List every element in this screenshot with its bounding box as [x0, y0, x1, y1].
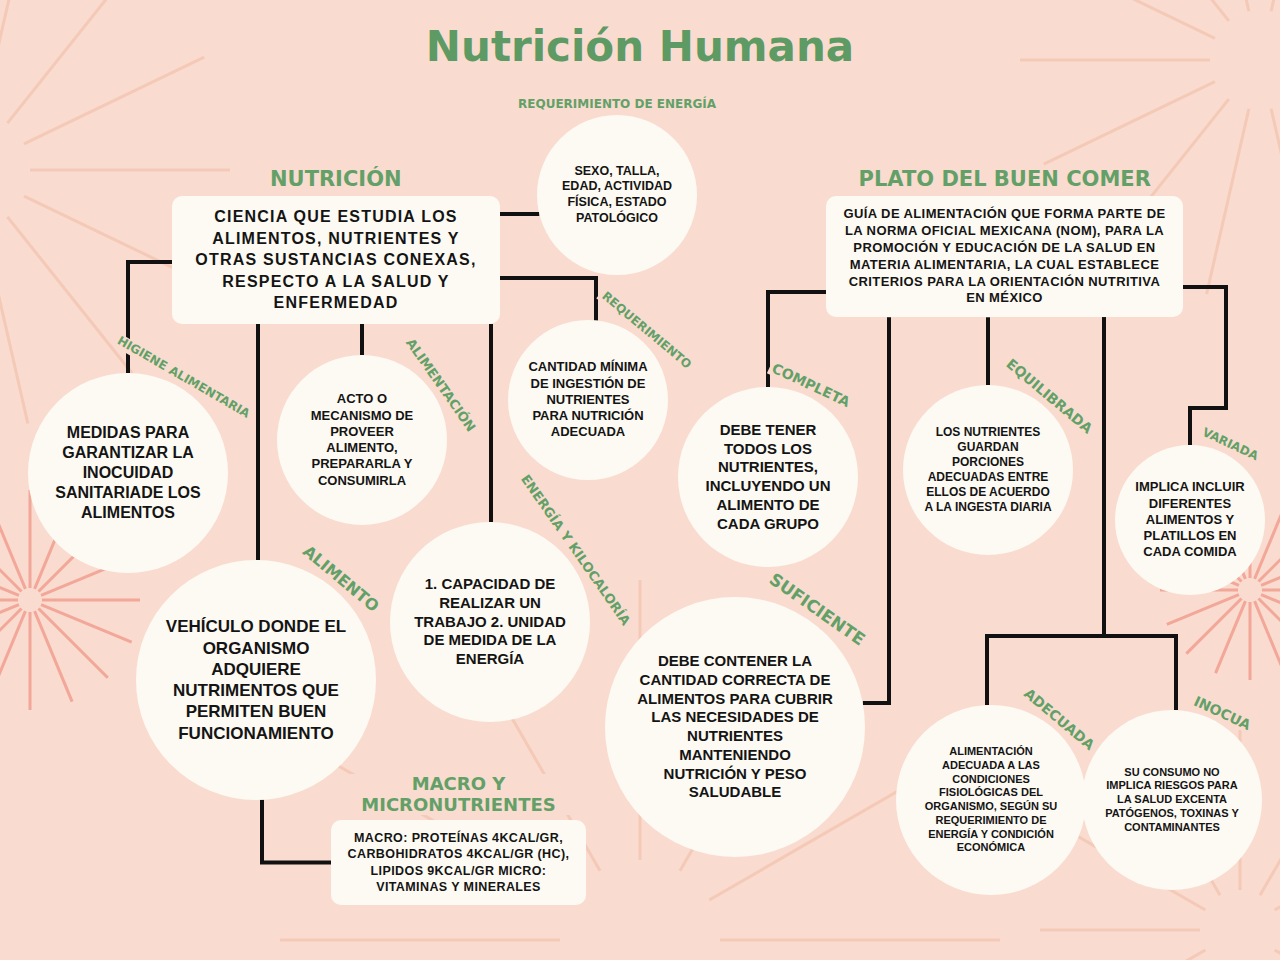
background-ray — [1186, 598, 1241, 653]
node-heading: INOCUA — [1189, 691, 1256, 734]
concept-circle: SUFICIENTEDEBE CONTENER LA CANTIDAD CORR… — [605, 597, 865, 857]
concept-circle: INOCUASU CONSUMO NO IMPLICA RIESGOS PARA… — [1082, 710, 1262, 890]
background-ray — [1167, 595, 1239, 625]
diagram-title: Nutrición Humana — [0, 22, 1280, 71]
background-ray — [1260, 757, 1280, 896]
background-ray — [720, 939, 1000, 942]
background-ray — [42, 599, 140, 602]
connector-line — [500, 212, 539, 216]
node-text: MEDIDAS PARA GARANTIZAR LA INOCUIDAD SAN… — [52, 423, 204, 523]
background-ray — [280, 939, 560, 942]
node-text: ALIMENTACIÓN ADECUADA A LAS CONDICIONES … — [919, 745, 1063, 855]
background-ray — [30, 169, 230, 172]
connector-line — [489, 324, 493, 522]
node-text: CIENCIA QUE ESTUDIA LOS ALIMENTOS, NUTRI… — [172, 196, 500, 324]
background-ray — [1275, 950, 1280, 960]
node-heading: REQUERIMIENTO DE ENERGÍA — [515, 98, 719, 112]
node-text: SEXO, TALLA, EDAD, ACTIVIDAD FÍSICA, EST… — [556, 164, 678, 227]
background-ray — [24, 57, 204, 144]
background-ray — [1249, 602, 1252, 680]
connector-line — [986, 317, 990, 385]
concept-circle: ALIMENTACIÓNACTO O MECANISMO DE PROVEER … — [277, 355, 447, 525]
background-ray — [1275, 830, 1280, 910]
background-ray — [0, 605, 19, 643]
background-ray — [0, 608, 22, 677]
concept-circle: HIGIENE ALIMENTARIAMEDIDAS PARA GARANTIZ… — [28, 373, 228, 573]
concept-circle: ALIMENTOVEHÍCULO DONDE EL ORGANISMO ADQU… — [136, 560, 376, 800]
background-ray — [1261, 556, 1280, 586]
node-text: ACTO O MECANISMO DE PROVEER ALIMENTO, PR… — [298, 391, 427, 489]
node-text: GUÍA DE ALIMENTACIÓN QUE FORMA PARTE DE … — [826, 196, 1183, 317]
node-text: SU CONSUMO NO IMPLICA RIESGOS PARA LA SA… — [1104, 766, 1241, 835]
node-heading: HIGIENE ALIMENTARIA — [112, 333, 254, 423]
background-ray — [1258, 598, 1280, 653]
node-text: IMPLICA INCLUIR DIFERENTES ALIMENTOS Y P… — [1133, 479, 1247, 560]
concept-circle: EQUILIBRADALOS NUTRIENTES GUARDAN PORCIO… — [903, 385, 1073, 555]
concept-circle: ADECUADAALIMENTACIÓN ADECUADA A LAS COND… — [896, 705, 1086, 895]
node-heading: NUTRICIÓN — [267, 167, 405, 191]
node-heading: PLATO DEL BUEN COMER — [856, 167, 1154, 191]
concept-circle: REQUERIMIENTOCANTIDAD MÍNIMA DE INGESTIÓ… — [508, 320, 668, 480]
concept-box: PLATO DEL BUEN COMERGUÍA DE ALIMENTACIÓN… — [826, 196, 1183, 317]
background-ray — [1044, 0, 1215, 38]
connector-line — [360, 324, 364, 355]
concept-circle: ENERGÍA Y KILOCALORÍA1. CAPACIDAD DE REA… — [390, 522, 590, 722]
connector-line — [262, 800, 331, 863]
connector-line — [1183, 287, 1226, 445]
node-text: CANTIDAD MÍNIMA DE INGESTIÓN DE NUTRIENT… — [527, 359, 649, 440]
background-ray — [1040, 929, 1200, 932]
background-ray — [7, 217, 132, 373]
node-heading: MACRO Y MICRONUTRIENTES — [336, 774, 582, 815]
node-heading: VARIADA — [1197, 425, 1263, 465]
background-ray — [1207, 109, 1249, 294]
background-ray — [0, 498, 25, 589]
concept-box: MACRO Y MICRONUTRIENTESMACRO: PROTEÍNAS … — [331, 820, 586, 905]
node-text: DEBE TENER TODOS LOS NUTRIENTES, INCLUYE… — [700, 421, 837, 534]
node-heading: COMPLETA — [766, 359, 855, 412]
concept-box: NUTRICIÓNCIENCIA QUE ESTUDIA LOS ALIMENT… — [172, 196, 500, 324]
node-text: VEHÍCULO DONDE EL ORGANISMO ADQUIERE NUT… — [165, 616, 347, 744]
background-ray — [29, 490, 32, 588]
background-ray — [0, 599, 18, 602]
background-ray — [1271, 109, 1280, 294]
background-ray — [1020, 59, 1210, 62]
concept-circle: REQUERIMIENTO DE ENERGÍASEXO, TALLA, EDA… — [537, 115, 697, 275]
node-text: 1. CAPACIDAD DE REALIZAR UN TRABAJO 2. U… — [414, 575, 566, 669]
background-ray — [1271, 0, 1280, 11]
background-ray — [1067, 950, 1206, 960]
background-ray — [1207, 0, 1249, 11]
background-ray — [0, 0, 28, 112]
background-ray — [1216, 601, 1246, 673]
background-ray — [1255, 601, 1280, 673]
background-ray — [35, 611, 73, 702]
background-ray — [1262, 589, 1280, 592]
concept-circle: VARIADAIMPLICA INCLUIR DIFERENTES ALIMEN… — [1115, 445, 1265, 595]
concept-circle: COMPLETADEBE TENER TODOS LOS NUTRIENTES,… — [678, 387, 858, 567]
node-text: LOS NUTRIENTES GUARDAN PORCIONES ADECUAD… — [924, 425, 1053, 515]
connector-line — [256, 324, 260, 560]
connector-line — [863, 317, 889, 703]
background-ray — [1044, 82, 1215, 164]
node-heading: ALIMENTO — [297, 540, 385, 618]
node-heading: SUFICIENTE — [763, 568, 871, 652]
background-ray — [1110, 0, 1228, 21]
node-heading: ADECUADA — [1018, 683, 1099, 755]
connector-line — [500, 278, 596, 320]
background-ray — [29, 612, 32, 710]
background-ray — [0, 228, 28, 423]
node-text: MACRO: PROTEÍNAS 4KCAL/GR, CARBOHIDRATOS… — [331, 820, 586, 905]
node-text: DEBE CONTENER LA CANTIDAD CORRECTA DE AL… — [636, 652, 834, 802]
background-ray — [7, 0, 132, 123]
